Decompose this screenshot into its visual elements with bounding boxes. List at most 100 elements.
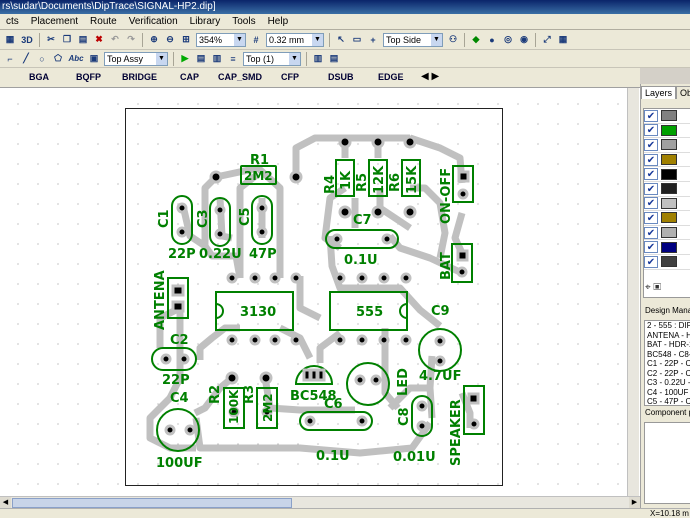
- list-item[interactable]: C2 - 22P - CA: [647, 368, 690, 378]
- layer-row[interactable]: ✔: [644, 255, 690, 270]
- checkmark-icon[interactable]: ✔: [644, 109, 658, 122]
- design-manager-list[interactable]: 2 - 555 : DIP ANTENA - H BAT - HDR-1 BC5…: [644, 320, 690, 406]
- layer-color-swatch[interactable]: [661, 212, 677, 224]
- layer-settings-icon[interactable]: ▣: [653, 282, 662, 293]
- grid-select[interactable]: 0.32 mm▼: [266, 32, 324, 47]
- paste-icon[interactable]: ▤: [78, 34, 88, 44]
- library-tab-dsub[interactable]: DSUB: [328, 72, 354, 82]
- layer-color-swatch[interactable]: [661, 197, 677, 209]
- zoom-select[interactable]: 354%▼: [196, 32, 246, 47]
- layer-color-swatch[interactable]: [661, 168, 677, 180]
- layer-pin-icon[interactable]: ⌖: [645, 282, 651, 293]
- menu-objects[interactable]: cts: [6, 16, 19, 27]
- add-icon[interactable]: ▤: [329, 53, 339, 63]
- layer-row[interactable]: ✔: [644, 153, 690, 168]
- tab-layers[interactable]: Layers: [641, 86, 677, 99]
- layer-row[interactable]: ✔: [644, 167, 690, 182]
- list-item[interactable]: C4 - 100UF -: [647, 387, 690, 397]
- assy-select[interactable]: Top Assy▼: [104, 51, 168, 66]
- menu-route[interactable]: Route: [90, 16, 117, 27]
- layer-row[interactable]: ✔: [644, 226, 690, 241]
- list-item[interactable]: BAT - HDR-1: [647, 340, 690, 349]
- library-tab-bga[interactable]: BGA: [29, 72, 49, 82]
- table-icon[interactable]: ▦: [558, 34, 568, 44]
- redo-icon[interactable]: ↷: [127, 34, 135, 44]
- pad-icon[interactable]: ●: [489, 34, 495, 45]
- checkmark-icon[interactable]: ✔: [644, 226, 658, 239]
- drc-icon[interactable]: ◆: [472, 34, 480, 44]
- image-icon[interactable]: ▣: [89, 53, 99, 63]
- horizontal-scrollbar[interactable]: ◀ ▶: [0, 496, 640, 508]
- layer-row[interactable]: ✔: [644, 240, 690, 255]
- menu-library[interactable]: Library: [189, 16, 221, 27]
- checkmark-icon[interactable]: ✔: [644, 211, 658, 224]
- menu-tools[interactable]: Tools: [232, 16, 256, 27]
- layer-settings-icon[interactable]: ≡: [230, 53, 236, 64]
- circle-icon[interactable]: ○: [39, 53, 45, 64]
- list-item[interactable]: ANTENA - H: [647, 330, 690, 340]
- list-item[interactable]: C3 - 0.22U -: [647, 378, 690, 387]
- board-icon[interactable]: ▦: [5, 34, 15, 44]
- layer-color-swatch[interactable]: [661, 183, 677, 195]
- checkmark-icon[interactable]: ✔: [644, 124, 658, 137]
- pointer-icon[interactable]: ↖: [337, 34, 345, 44]
- library-tab-bqfp[interactable]: BQFP: [76, 72, 102, 82]
- zoom-window-icon[interactable]: ⊞: [182, 34, 190, 44]
- vertical-scrollbar[interactable]: [627, 88, 639, 496]
- autoroute-icon[interactable]: ▤: [196, 53, 206, 63]
- checkmark-icon[interactable]: ✔: [644, 153, 658, 166]
- grid-icon[interactable]: #: [253, 34, 259, 45]
- library-tab-cap-smd[interactable]: CAP_SMD: [218, 72, 263, 82]
- library-tab-cap[interactable]: CAP: [180, 72, 200, 82]
- menu-verification[interactable]: Verification: [128, 16, 178, 27]
- layer-color-swatch[interactable]: [661, 241, 677, 253]
- layer-color-swatch[interactable]: [661, 256, 677, 268]
- library-tab-cfp[interactable]: CFP: [281, 72, 299, 82]
- library-icon[interactable]: ▥: [313, 53, 323, 63]
- checkmark-icon[interactable]: ✔: [644, 197, 658, 210]
- scroll-right-icon[interactable]: ▶: [629, 497, 640, 508]
- layer-color-swatch[interactable]: [661, 154, 677, 166]
- cut-icon[interactable]: ✂: [47, 34, 55, 44]
- layer-row[interactable]: ✔: [644, 109, 690, 124]
- target-icon[interactable]: ◎: [504, 34, 512, 44]
- view-3d-button[interactable]: 3D: [21, 34, 33, 45]
- checkmark-icon[interactable]: ✔: [644, 168, 658, 181]
- library-tab-bridge[interactable]: BRIDGE: [122, 72, 158, 82]
- layer-select[interactable]: Top (1)▼: [243, 51, 301, 66]
- layer-color-swatch[interactable]: [661, 139, 677, 151]
- chevron-right-icon[interactable]: ▶: [431, 71, 440, 82]
- list-item[interactable]: BC548 - C8-: [647, 349, 690, 359]
- zoom-out-icon[interactable]: ⊖: [166, 34, 174, 44]
- tab-objects[interactable]: Obje: [676, 86, 690, 99]
- library-tab-edge[interactable]: EDGE: [378, 72, 404, 82]
- run-icon[interactable]: ▶: [181, 53, 189, 63]
- side-select[interactable]: Top Side▼: [383, 32, 443, 47]
- scroll-left-icon[interactable]: ◀: [0, 497, 11, 508]
- delete-icon[interactable]: ✖: [95, 34, 103, 44]
- panel-icon[interactable]: ▭: [352, 34, 362, 44]
- layer-row[interactable]: ✔: [644, 182, 690, 197]
- text-tool-button[interactable]: Abc: [68, 54, 84, 63]
- chevron-left-icon[interactable]: ◀: [421, 71, 429, 82]
- pcb-canvas[interactable]: R1 2M2 R4 1K R5 12K R6 15K ON-OFF C1 22P…: [0, 88, 640, 496]
- layer-row[interactable]: ✔: [644, 124, 690, 139]
- zoom-in-icon[interactable]: ⊕: [150, 34, 158, 44]
- layer-row[interactable]: ✔: [644, 138, 690, 153]
- checkmark-icon[interactable]: ✔: [644, 182, 658, 195]
- binoculars-icon[interactable]: ⚇: [448, 34, 458, 44]
- layer-color-swatch[interactable]: [661, 110, 677, 122]
- checkmark-icon[interactable]: ✔: [644, 241, 658, 254]
- layer-color-swatch[interactable]: [661, 227, 677, 239]
- route-icon[interactable]: ⌐: [7, 53, 13, 64]
- checkmark-icon[interactable]: ✔: [644, 255, 658, 268]
- menu-help[interactable]: Help: [267, 16, 289, 27]
- measure-icon[interactable]: ⤢: [543, 34, 551, 44]
- checkmark-icon[interactable]: ✔: [644, 138, 658, 151]
- polygon-icon[interactable]: ⬠: [54, 53, 62, 63]
- crosshair-icon[interactable]: +: [370, 34, 376, 45]
- scroll-thumb[interactable]: [12, 498, 292, 508]
- layer-row[interactable]: ✔: [644, 211, 690, 226]
- menu-placement[interactable]: Placement: [30, 16, 79, 27]
- layer-row[interactable]: ✔: [644, 197, 690, 212]
